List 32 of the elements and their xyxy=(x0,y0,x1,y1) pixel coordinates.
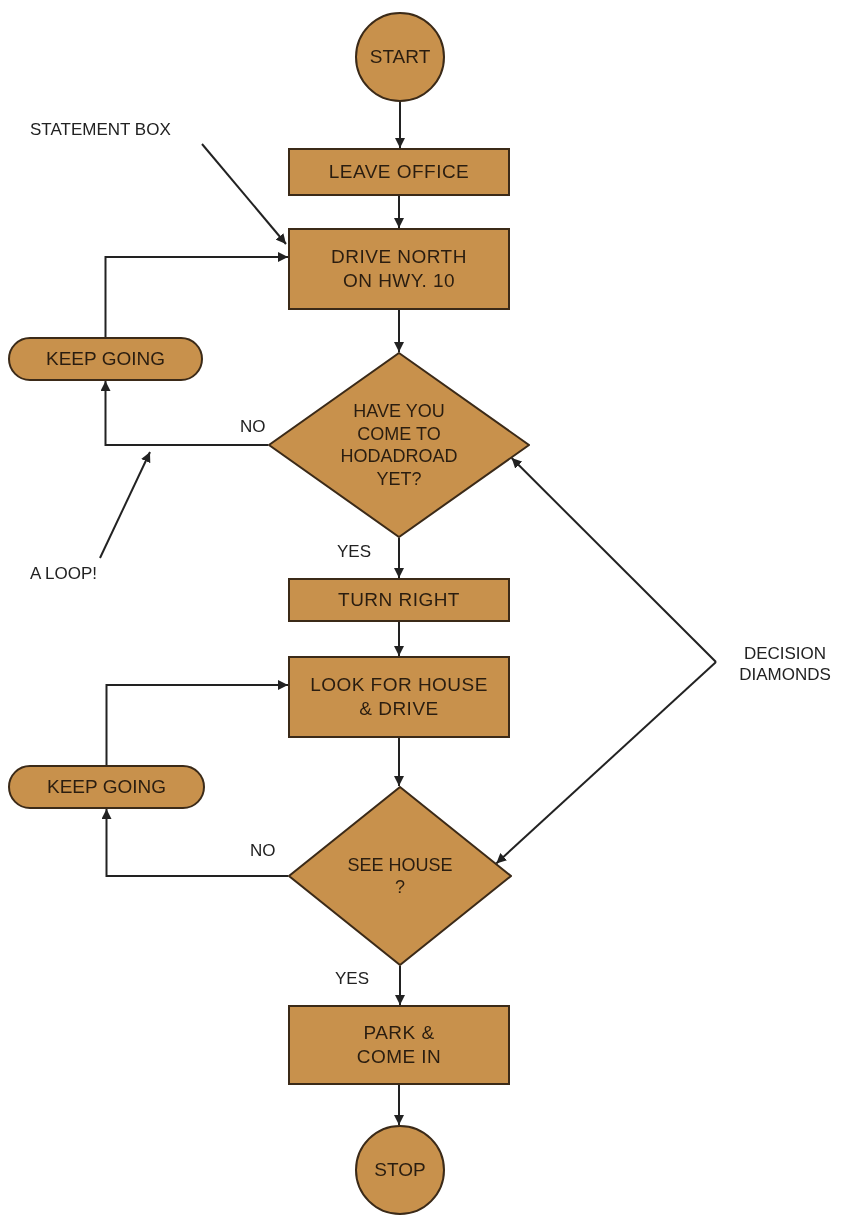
statement-box: PARK & COME IN xyxy=(288,1005,510,1085)
callout-text: STATEMENT BOX xyxy=(30,116,230,144)
decision-diamond: SEE HOUSE ? xyxy=(288,786,512,966)
arrow xyxy=(394,537,404,579)
statement-box: TURN RIGHT xyxy=(288,578,510,622)
arrow xyxy=(100,380,269,446)
loop-pill: KEEP GOING xyxy=(8,765,205,809)
edge-label: YES xyxy=(333,970,372,987)
statement-box: DRIVE NORTH ON HWY. 10 xyxy=(288,228,510,310)
edge-label: YES xyxy=(335,543,374,560)
callout-text: A LOOP! xyxy=(30,560,130,588)
edge-label: NO xyxy=(248,842,278,859)
arrow xyxy=(394,1084,404,1126)
arrow xyxy=(105,680,289,766)
loop-pill: KEEP GOING xyxy=(8,337,203,381)
arrow xyxy=(104,252,289,338)
leader-line xyxy=(201,143,287,245)
statement-box: LOOK FOR HOUSE & DRIVE xyxy=(288,656,510,738)
arrow xyxy=(395,101,405,149)
leader-line xyxy=(510,457,717,663)
callout-text: DECISION DIAMONDS xyxy=(722,636,860,692)
arrow xyxy=(395,965,405,1006)
arrow xyxy=(394,195,404,229)
arrow xyxy=(394,737,404,787)
leader-line xyxy=(99,451,151,559)
leader-line xyxy=(495,661,717,865)
arrow xyxy=(394,621,404,657)
statement-box: LEAVE OFFICE xyxy=(288,148,510,196)
edge-label: NO xyxy=(238,418,268,435)
arrow xyxy=(101,808,289,877)
arrow xyxy=(394,309,404,353)
decision-diamond: HAVE YOU COME TO HODADROAD YET? xyxy=(268,352,530,538)
